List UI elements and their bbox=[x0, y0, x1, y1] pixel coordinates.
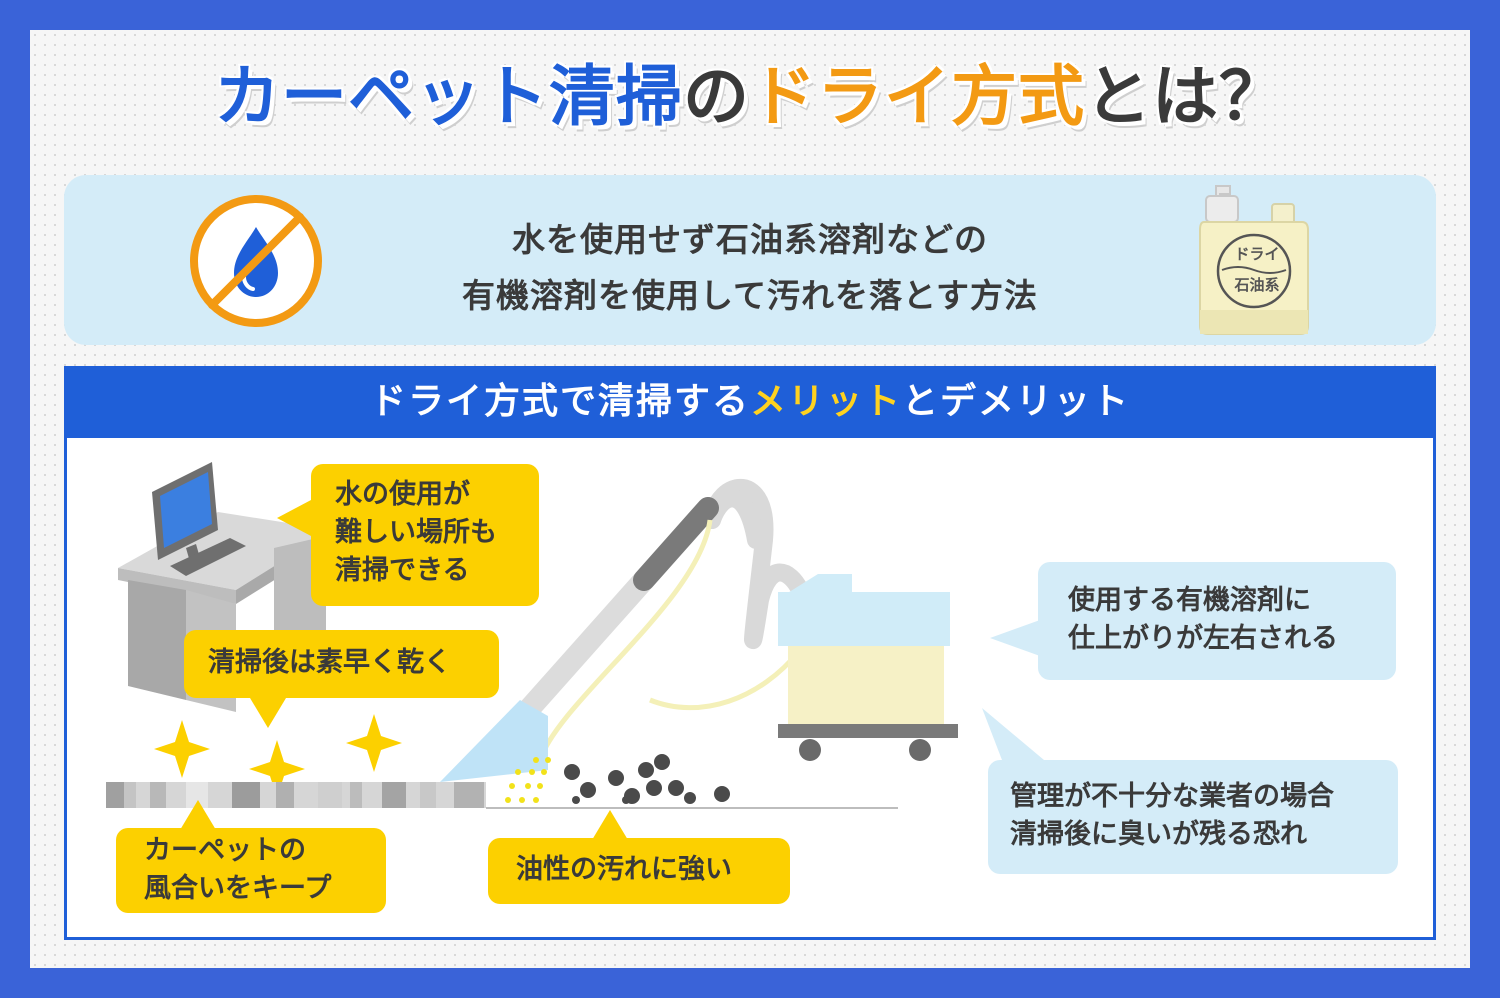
merit-hard-places-callout: 水の使用が 難しい場所も 清掃できる bbox=[311, 464, 539, 606]
carpet-strip bbox=[106, 782, 486, 808]
callout-tail bbox=[180, 800, 216, 830]
merit-hard-places-line-1: 水の使用が bbox=[335, 479, 470, 510]
demerit-solvent-line-2: 仕上がりが左右される bbox=[1068, 623, 1338, 654]
merit-hard-places-line-2: 難しい場所も bbox=[335, 517, 497, 548]
demerit-odor-line-2: 清掃後に臭いが残る恐れ bbox=[1010, 819, 1307, 850]
callout-tail bbox=[990, 620, 1040, 656]
jug-label-dry: ドライ bbox=[1234, 245, 1280, 263]
demerit-solvent-callout: 使用する有機溶剤に 仕上がりが左右される bbox=[1038, 562, 1396, 680]
no-water-icon bbox=[190, 195, 322, 327]
merit-texture-callout: カーペットの 風合いをキープ bbox=[116, 828, 386, 913]
merit-oily-stains-callout: 油性の汚れに強い bbox=[488, 838, 790, 904]
jug-label-petroleum: 石油系 bbox=[1234, 276, 1280, 294]
merit-oily-stains-text: 油性の汚れに強い bbox=[516, 854, 732, 885]
demerit-solvent-line-1: 使用する有機溶剤に bbox=[1068, 585, 1311, 616]
merit-dries-fast-text: 清掃後は素早く乾く bbox=[208, 647, 451, 678]
section-heading-part-3: とデメリット bbox=[902, 381, 1131, 422]
merit-dries-fast-callout: 清掃後は素早く乾く bbox=[184, 630, 499, 698]
callout-tail bbox=[250, 698, 286, 728]
page-title: カーペット清掃のドライ方式とは？ bbox=[0, 52, 1500, 142]
dirt-particles bbox=[564, 754, 730, 804]
definition-text: 水を使用せず石油系溶剤などの 有機溶剤を使用して汚れを落とす方法 bbox=[300, 212, 1200, 324]
title-part-dry: ドライ方式 bbox=[750, 58, 1085, 135]
callout-tail bbox=[982, 708, 1044, 760]
merit-texture-line-2: 風合いをキープ bbox=[144, 873, 332, 904]
demerit-odor-callout: 管理が不十分な業者の場合 清掃後に臭いが残る恐れ bbox=[988, 760, 1398, 874]
section-heading-merit: メリット bbox=[749, 381, 902, 422]
merit-texture-line-1: カーペットの bbox=[144, 835, 306, 866]
callout-tail bbox=[277, 500, 311, 536]
sparkle-icon bbox=[154, 714, 402, 798]
definition-line-2: 有機溶剤を使用して汚れを落とす方法 bbox=[461, 276, 1039, 315]
solvent-jug-icon bbox=[1199, 185, 1309, 335]
callout-tail bbox=[592, 810, 628, 840]
solvent-spray bbox=[505, 757, 551, 803]
definition-line-1: 水を使用せず石油系溶剤などの bbox=[512, 220, 988, 259]
section-heading-part-1: ドライ方式で清掃する bbox=[369, 381, 750, 422]
title-part-question: とは？ bbox=[1085, 58, 1286, 135]
section-heading: ドライ方式で清掃するメリットとデメリット bbox=[64, 366, 1436, 438]
title-part-carpet: カーペット清掃 bbox=[214, 58, 683, 135]
demerit-odor-line-1: 管理が不十分な業者の場合 bbox=[1010, 781, 1334, 812]
title-part-no: の bbox=[683, 58, 750, 135]
vacuum-machine-icon bbox=[778, 574, 958, 761]
vacuum-hose bbox=[703, 478, 809, 650]
merit-hard-places-line-3: 清掃できる bbox=[335, 555, 470, 586]
